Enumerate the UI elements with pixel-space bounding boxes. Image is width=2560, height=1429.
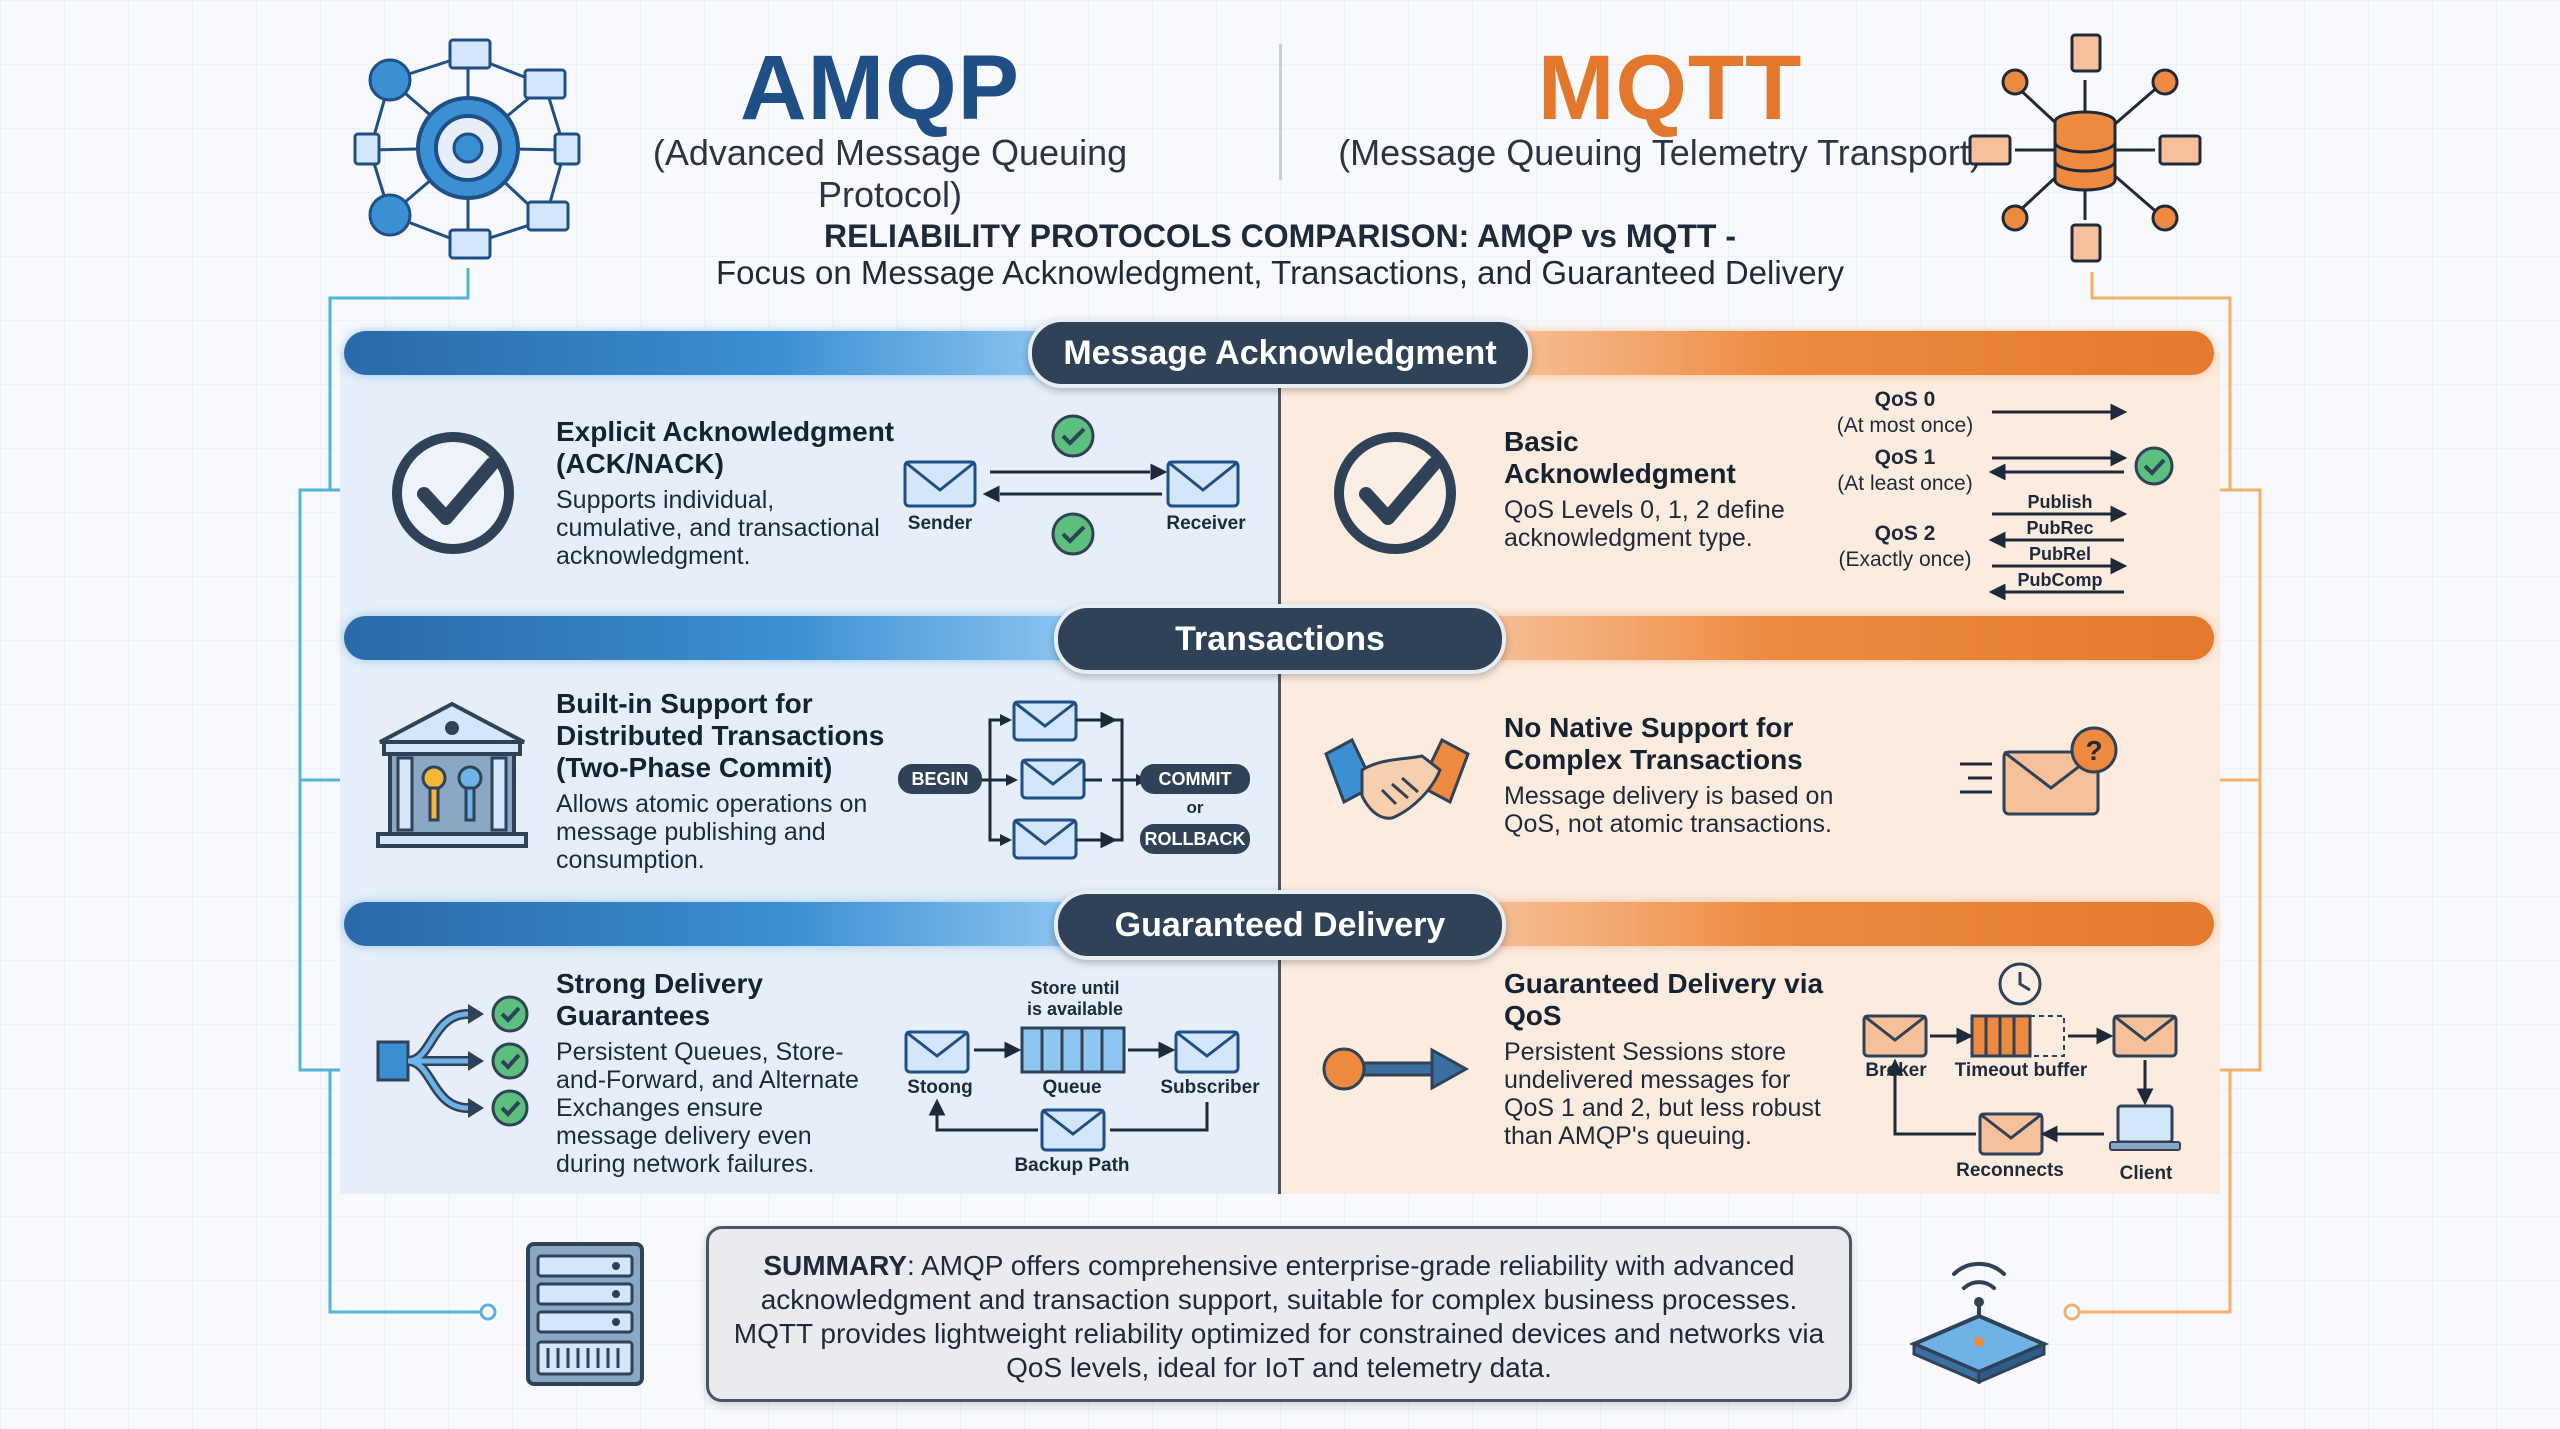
pubrel-label: PubRel [2028,544,2091,564]
subscriber-label: Subscriber [1160,1077,1260,1098]
ack-amqp-body: Supports individual, cumulative, and tra… [556,486,880,570]
delivery-mqtt-title: Guaranteed Delivery via QoS [1504,968,1824,1031]
qos1-label: QoS 1 [1874,446,1936,469]
ack-band-mqtt [1496,331,2214,375]
panel-divider [1278,352,1281,1194]
tx-mqtt-title: No Native Support for Complex Transactio… [1504,712,1803,775]
delivery-amqp-body: Persistent Queues, Store- and-Forward, a… [556,1038,859,1178]
ack-mqtt-title: Basic Acknowledgment [1504,426,1736,489]
main-title: RELIABILITY PROTOCOLS COMPARISON: AMQP v… [823,218,1737,254]
delivery-amqp-diagram [904,1026,1240,1152]
tx-amqp-body: Allows atomic operations on message publ… [556,790,868,874]
client-label: Client [2119,1163,2173,1184]
delivery-mqtt-diagram [1862,962,2181,1156]
stoong-label: Stoong [907,1077,973,1098]
publish-label: Publish [2027,492,2093,512]
tx-mqtt-body: Message delivery is based on QoS, not at… [1504,782,1834,838]
sender-label: Sender [907,513,973,534]
amqp-subtitle: (Advanced Message Queuing Protocol) [652,132,1128,215]
backup-path-label: Backup Path [1014,1155,1130,1176]
ack-amqp-title: Explicit Acknowledgment (ACK/NACK) [556,416,895,479]
qos-flow-arrows [1988,403,2174,601]
mqtt-broker-database-icon [1968,33,2202,263]
mqtt-subtitle: (Message Queuing Telemetry Transport) [1338,132,1982,173]
mqtt-title: MQTT [1537,37,1803,139]
ack-band-amqp [344,331,1064,375]
message-question-icon: ? [1960,726,2118,816]
tx-amqp-diagram [970,700,1148,860]
ack-mqtt-body: QoS Levels 0, 1, 2 define acknowledgment… [1504,496,1785,552]
qos1-desc: (At least once) [1837,472,1973,495]
ack-amqp-diagram [903,414,1240,556]
handshake-icon [1324,737,1470,820]
qos0-desc: (At most once) [1836,414,1974,437]
tx-band-mqtt [1476,616,2214,660]
pubrec-label: PubRec [2026,518,2094,538]
bank-keys-icon [376,701,528,848]
delivery-mqtt-body: Persistent Sessions store undelivered me… [1504,1038,1821,1150]
reconnects-label: Reconnects [1956,1160,2064,1181]
store-until-label: Store until is available [1026,978,1124,1019]
queue-label: Queue [1042,1077,1102,1098]
timeout-buffer-label: Timeout buffer [1954,1060,2088,1081]
qos2-label: QoS 2 [1874,522,1936,545]
delivery-band-amqp [344,902,1084,946]
section-label-ack: Message Acknowledgment [1028,318,1532,388]
delivery-amqp-title: Strong Delivery Guarantees [556,968,763,1031]
pubcomp-label: PubComp [2017,570,2103,590]
qos2-desc: (Exactly once) [1838,548,1972,571]
arrow-right-icon [1322,1047,1470,1091]
begin-tag: BEGIN [898,764,982,794]
broker-label: Broker [1865,1060,1927,1081]
commit-tag: COMMIT [1140,764,1250,794]
summary-box: SUMMARY: AMQP offers comprehensive enter… [706,1226,1852,1402]
header-divider [1279,44,1282,180]
summary-text: : AMQP offers comprehensive enterprise-g… [733,1250,1825,1383]
iot-device-wifi-icon [1908,1261,2050,1385]
tx-amqp-title: Built-in Support for Distributed Transac… [556,688,885,783]
server-rack-icon [526,1242,644,1386]
section-label-delivery: Guaranteed Delivery [1054,890,1506,960]
or-label: or [1186,798,1204,817]
svg-text:?: ? [2085,735,2102,766]
qos0-label: QoS 0 [1874,388,1936,411]
check-circle-icon [392,432,514,554]
branching-delivery-icon [376,995,529,1127]
main-subtitle: Focus on Message Acknowledgment, Transac… [715,254,1845,291]
tx-band-amqp [344,616,1084,660]
amqp-title: AMQP [740,37,1020,139]
amqp-network-gear-icon [353,38,581,260]
summary-label: SUMMARY [763,1250,907,1281]
receiver-label: Receiver [1166,513,1246,534]
check-circle-icon [1334,432,1456,554]
section-label-tx: Transactions [1054,604,1506,674]
delivery-band-mqtt [1476,902,2214,946]
rollback-tag: ROLLBACK [1140,824,1250,854]
